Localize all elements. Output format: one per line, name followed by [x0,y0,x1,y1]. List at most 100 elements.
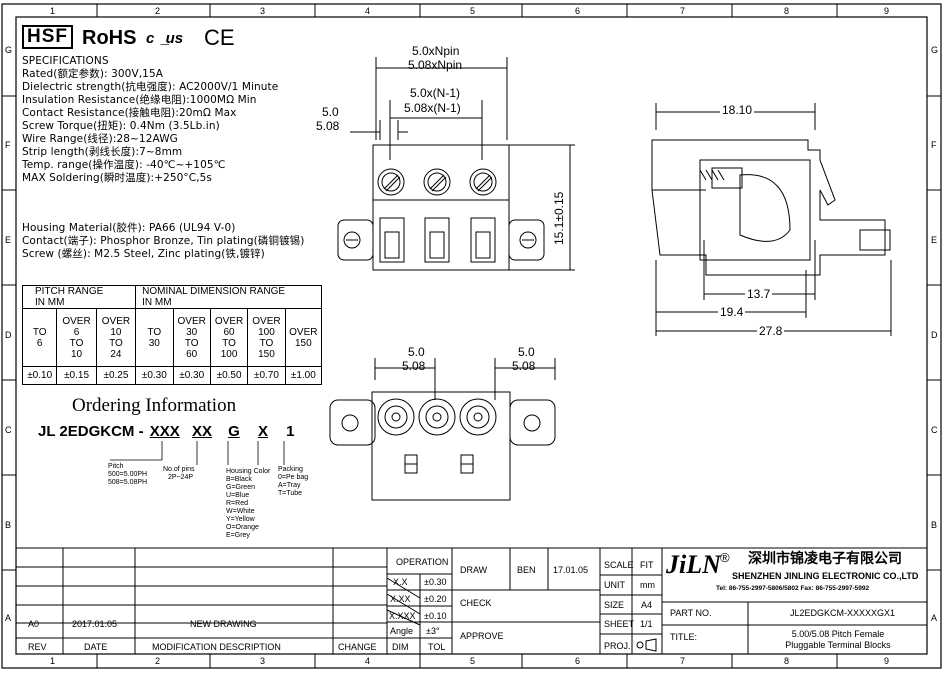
legend-item: A=Tray [278,482,301,489]
material-line: Housing Material(胶件): PA66 (UL94 V-0) [22,222,236,234]
operation-label: OPERATION [396,557,449,567]
color-legend: Housing Color B=Black G=Green U=Blue R=R… [226,468,270,540]
rev-head: CHANGE [338,642,377,652]
rohs-logo: RoHS [82,27,137,49]
col-label: 1 [50,6,56,16]
title-line-1: 5.00/5.08 Pitch Female [791,629,885,639]
title-line-2: Pluggable Terminal Blocks [785,640,891,650]
draw-by: BEN [517,565,536,575]
legend-item: Y=Yellow [226,516,255,523]
row-label: D [931,330,938,340]
code-color: G [228,423,240,440]
row-label: D [5,330,12,340]
col-label: 3 [260,6,266,16]
pitch-range-header: PITCH RANGE IN MM [21,285,137,309]
tolerance-value: ±0.30 [135,366,174,385]
proj-label: PROJ. [604,641,631,651]
col-label: 6 [575,6,581,16]
company-name-en: SHENZHEN JINLING ELECTRONIC CO.,LTD [732,571,919,581]
company-logo: JiLN [666,550,721,579]
legend-item: 508=5.08PH [108,479,148,486]
registered-mark: ® [720,550,730,565]
range-text: 150 [258,348,275,360]
title-block-lines [16,547,927,654]
col-label: 9 [884,6,890,16]
spec-line: MAX Soldering(瞬时温度):+250°C,5s [22,172,212,184]
legend-title: Housing Color [226,468,271,475]
legend-title: No.of pins [163,466,195,473]
row-label: A [5,613,12,623]
pitch-legend: Pitch 500=5.00PH 508=5.08PH [108,463,147,487]
spec-line: Dielectric strength(抗电强度): AC2000V/1 Min… [22,81,279,93]
part-no-label: PART NO. [670,608,712,618]
row-label: B [931,520,938,530]
legend-item: B=Black [226,476,252,483]
rev-date: 2017.01.05 [72,619,118,629]
range-text: 10 [110,326,122,338]
range-text: OVER [214,315,244,327]
col-label: 9 [884,656,890,666]
dim-side-top: 18.10 [720,103,755,117]
specifications-block: SPECIFICATIONS Rated(额定参数): 300V,15A Die… [22,55,278,185]
tolerance-value: ±0.15 [56,366,97,385]
materials-block: Housing Material(胶件): PA66 (UL94 V-0) Co… [22,222,304,261]
tol-dim: X.X [393,577,408,587]
tol-val: ±0.20 [424,594,447,604]
range-text: 24 [110,348,122,360]
code-pitch: XXX [149,423,180,440]
range-text: TO [69,337,84,349]
spec-line: Wire Range(线径):28~12AWG [22,133,178,145]
range-text: TO [222,337,236,349]
tol-dim: X.XX [390,594,411,604]
row-label: E [931,235,938,245]
dim-pitch: 5.0 [518,345,535,359]
row-label: G [5,45,13,55]
range-text: OVER [252,315,281,327]
legend-item: 500=5.00PH [108,471,148,478]
header-unit: IN MM [142,297,172,308]
code-packing: X [257,423,268,440]
rev-description: NEW DRAWING [190,619,257,629]
range-text: TO [32,326,47,338]
legend-item: U=Blue [226,492,250,499]
range-text: 150 [294,337,312,349]
dim-side-2: 19.4 [718,305,746,319]
dim-n-minus-1: 5.08x(N-1) [404,101,461,115]
range-text: 6 [73,326,80,338]
side-view [651,103,892,336]
spec-line: SPECIFICATIONS [22,55,109,67]
legend-item: E=Grey [226,532,250,539]
legend-item: W=White [226,508,255,515]
scale-label: SCALE [604,560,634,570]
tol-label: TOL [428,642,446,652]
part-no-value: JL2EDGKCM-XXXXXGX1 [790,608,896,618]
range-text: 30 [186,326,198,338]
range-text: TO [147,326,162,338]
company-contact: Tel: 86-755-2997-5806/5802 Fax: 86-755-2… [716,585,870,592]
row-label: C [5,425,12,435]
code-prefix: JL 2EDGKCM - [38,423,144,440]
range-text: TO [259,337,274,349]
tol-dim: Angle [390,626,414,636]
legend-title: Packing [278,466,303,473]
row-label: G [931,45,939,55]
scale-value: FIT [640,560,654,570]
code-suffix: 1 [286,423,295,440]
dim-npin: 5.0xNpin [412,44,460,58]
row-label: B [5,520,12,530]
dim-n-minus-1: 5.0x(N-1) [410,86,461,100]
tolerance-value: ±0.50 [209,366,249,385]
dim-pitch: 5.08 [316,119,340,133]
col-label: 6 [575,656,581,666]
range-text: 60 [223,326,235,338]
pins-legend: No.of pins 2P~24P [163,466,195,482]
col-label: 7 [680,6,686,16]
material-line: Screw (螺丝): M2.5 Steel, Zinc plating(铁,镀… [22,248,265,260]
legend-item: R=Red [226,500,248,507]
